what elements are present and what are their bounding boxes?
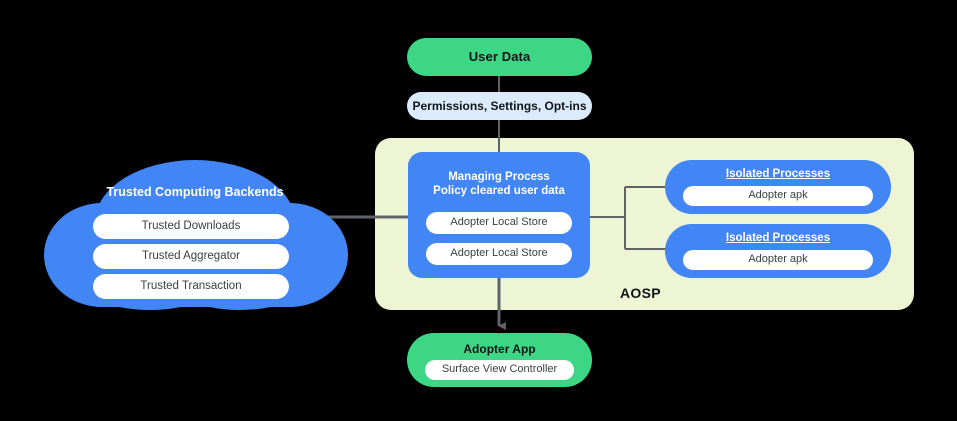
permissions-settings-optins-node[interactable]: Permissions, Settings, Opt-ins (407, 92, 592, 120)
isolated-process-node-2[interactable]: Isolated Processes Adopter apk (665, 224, 891, 278)
adopter-local-store-2[interactable]: Adopter Local Store (426, 243, 572, 265)
user-data-node[interactable]: User Data (407, 38, 592, 76)
adopter-apk-1[interactable]: Adopter apk (683, 186, 873, 206)
isolated-process-title-1: Isolated Processes (725, 168, 831, 180)
aosp-label: AOSP (620, 285, 661, 301)
adopter-local-store-1[interactable]: Adopter Local Store (426, 212, 572, 234)
adopter-app-title: Adopter App (463, 342, 536, 356)
isolated-process-node-1[interactable]: Isolated Processes Adopter apk (665, 160, 891, 214)
managing-process-title-line2: Policy cleared user data (433, 185, 565, 197)
cloud-item-trusted-aggregator[interactable]: Trusted Aggregator (93, 244, 289, 269)
adopter-apk-2[interactable]: Adopter apk (683, 250, 873, 270)
cloud-title: Trusted Computing Backends (106, 185, 284, 199)
isolated-process-title-2: Isolated Processes (725, 232, 831, 244)
trusted-computing-backends-cloud[interactable]: Trusted Computing Backends Trusted Downl… (40, 150, 350, 315)
managing-process-node[interactable]: Managing Process Policy cleared user dat… (408, 152, 590, 278)
managing-process-title-line1: Managing Process (448, 171, 550, 183)
managing-process-title: Managing Process Policy cleared user dat… (408, 170, 590, 198)
adopter-app-node[interactable]: Adopter App Surface View Controller (407, 333, 592, 387)
cloud-item-trusted-transaction[interactable]: Trusted Transaction (93, 274, 289, 299)
cloud-item-trusted-downloads[interactable]: Trusted Downloads (93, 214, 289, 239)
surface-view-controller[interactable]: Surface View Controller (425, 360, 574, 380)
